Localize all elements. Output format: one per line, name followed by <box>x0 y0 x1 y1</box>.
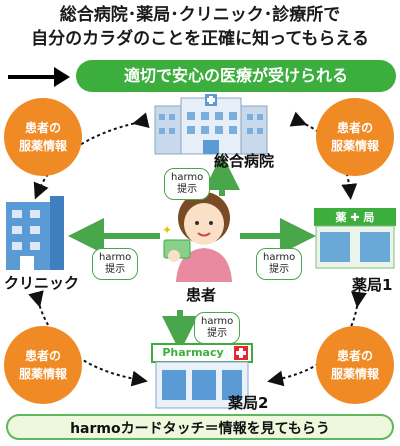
title-line-1: 総合病院･薬局･クリニック･診療所で <box>59 5 341 25</box>
clinic-label: クリニック <box>4 274 80 292</box>
pharmacy1-icon <box>314 208 396 269</box>
title-line-2: 自分のカラダのことを正確に知ってもらえる <box>31 29 369 49</box>
pharmacy2-sign: Pharmacy <box>162 346 224 359</box>
harmo-label-pharmacy1: harmo 提示 <box>256 248 303 280</box>
bottom-caption: harmoカードタッチ＝情報を見てもらう <box>6 414 394 440</box>
right-arrow-icon <box>54 67 70 87</box>
harmo-label-hospital: harmo 提示 <box>164 168 211 200</box>
pharmacy1-label: 薬局1 <box>352 276 393 294</box>
pharmacy2-label: 薬局2 <box>228 394 269 412</box>
dotted-arrow-hospital-clinic <box>33 112 150 200</box>
patient-icon: ✦ <box>162 192 232 282</box>
medication-info-circle-bottom-left: 患者の 服薬情報 <box>4 326 82 404</box>
right-arrow-shaft <box>8 75 56 79</box>
harmo-label-pharmacy2: harmo 提示 <box>194 312 241 344</box>
medication-info-circle-bottom-right: 患者の 服薬情報 <box>316 326 394 404</box>
hospital-label: 総合病院 <box>214 152 275 170</box>
hospital-icon <box>154 94 268 155</box>
patient-label: 患者 <box>186 286 217 304</box>
benefit-banner: 適切で安心の医療が受けられる <box>76 60 396 92</box>
harmo-label-clinic: harmo 提示 <box>92 248 139 280</box>
medication-info-circle-top-left: 患者の 服薬情報 <box>4 98 82 176</box>
medication-info-circle-top-right: 患者の 服薬情報 <box>316 98 394 176</box>
svg-text:✦: ✦ <box>162 223 172 237</box>
pharmacy1-sign: 薬 ✚ 局 <box>335 211 375 224</box>
clinic-icon <box>6 196 64 270</box>
dotted-arrow-pharmacy1-pharmacy2 <box>267 291 367 387</box>
pharmacy2-icon <box>151 343 253 409</box>
